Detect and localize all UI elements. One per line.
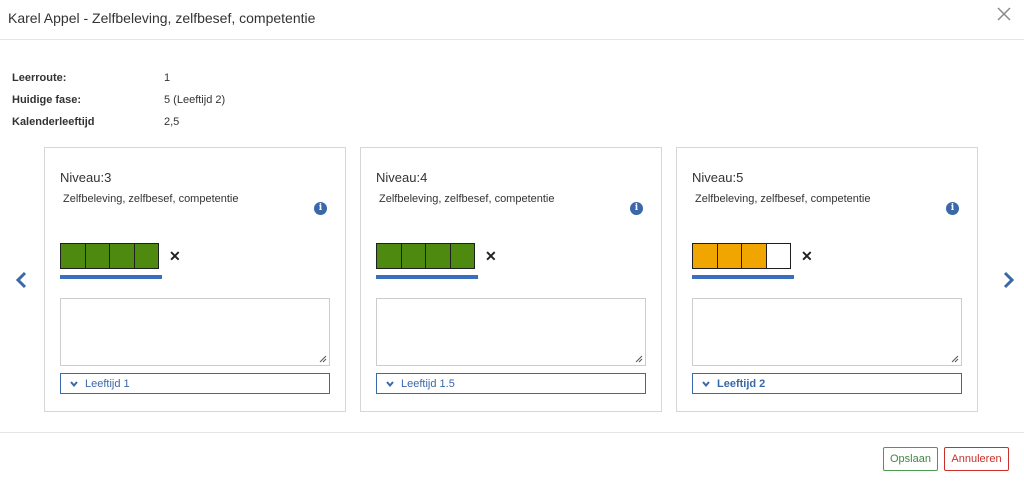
score-segment-filled[interactable] xyxy=(400,243,426,269)
score-segment-filled[interactable] xyxy=(425,243,451,269)
age-label: Leeftijd 1.5 xyxy=(401,377,455,390)
note-textarea[interactable] xyxy=(692,298,962,366)
card-title: Niveau:5 xyxy=(692,170,744,185)
score-segment-filled[interactable] xyxy=(60,243,86,269)
score-underline xyxy=(692,275,794,279)
resize-handle-icon[interactable] xyxy=(634,354,643,363)
card-title: Niveau:4 xyxy=(376,170,428,185)
info-icon[interactable]: i xyxy=(314,202,327,215)
dialog-footer: Opslaan Annuleren xyxy=(0,432,1024,484)
score-segment-filled[interactable] xyxy=(84,243,110,269)
score-segment-filled[interactable] xyxy=(376,243,402,269)
score-underline xyxy=(376,275,478,279)
level-card: Niveau:4 Zelfbeleving, zelfbesef, compet… xyxy=(360,147,662,412)
x-icon[interactable]: ✕ xyxy=(485,248,497,264)
info-row-huidige-fase: Huidige fase: 5 (Leeftijd 2) xyxy=(12,89,225,111)
x-icon[interactable]: ✕ xyxy=(169,248,181,264)
save-button[interactable]: Opslaan xyxy=(883,447,938,471)
dialog-title: Karel Appel - Zelfbeleving, zelfbesef, c… xyxy=(8,10,316,26)
info-icon[interactable]: i xyxy=(946,202,959,215)
score-bar[interactable] xyxy=(692,243,791,269)
score-bar[interactable] xyxy=(376,243,475,269)
age-label: Leeftijd 1 xyxy=(85,377,130,390)
age-dropdown[interactable]: Leeftijd 1.5 xyxy=(376,373,646,394)
info-label: Kalenderleeftijd xyxy=(12,116,95,128)
card-title: Niveau:3 xyxy=(60,170,112,185)
score-bar[interactable] xyxy=(60,243,159,269)
age-dropdown[interactable]: Leeftijd 1 xyxy=(60,373,330,394)
card-subtitle: Zelfbeleving, zelfbesef, competentie xyxy=(63,193,239,205)
chevron-down-icon xyxy=(702,380,710,387)
score-segment-filled[interactable] xyxy=(109,243,135,269)
info-row-kalenderleeftijd: Kalenderleeftijd 2,5 xyxy=(12,111,225,133)
info-row-leerroute: Leerroute: 1 xyxy=(12,67,225,89)
score-segment-filled[interactable] xyxy=(692,243,718,269)
card-subtitle: Zelfbeleving, zelfbesef, competentie xyxy=(379,193,555,205)
level-card: Niveau:3 Zelfbeleving, zelfbesef, compet… xyxy=(44,147,346,412)
info-label: Huidige fase: xyxy=(12,94,82,106)
score-segment-filled[interactable] xyxy=(449,243,475,269)
score-segment-filled[interactable] xyxy=(133,243,159,269)
student-info: Leerroute: 1 Huidige fase: 5 (Leeftijd 2… xyxy=(12,67,225,133)
info-value: 5 (Leeftijd 2) xyxy=(164,94,226,106)
info-value: 1 xyxy=(164,72,171,84)
score-underline xyxy=(60,275,162,279)
dialog-header: Karel Appel - Zelfbeleving, zelfbesef, c… xyxy=(0,0,1024,40)
score-segment-empty[interactable] xyxy=(765,243,791,269)
cancel-button[interactable]: Annuleren xyxy=(944,447,1009,471)
card-subtitle: Zelfbeleving, zelfbesef, competentie xyxy=(695,193,871,205)
score-segment-filled[interactable] xyxy=(716,243,742,269)
chevron-down-icon xyxy=(70,380,78,387)
chevron-down-icon xyxy=(386,380,394,387)
info-value: 2,5 xyxy=(164,116,180,128)
resize-handle-icon[interactable] xyxy=(318,354,327,363)
score-segment-filled[interactable] xyxy=(741,243,767,269)
chevron-right-icon[interactable] xyxy=(1000,270,1016,290)
age-label: Leeftijd 2 xyxy=(717,377,766,390)
close-icon[interactable] xyxy=(994,4,1014,24)
info-label: Leerroute: xyxy=(12,72,67,84)
info-icon[interactable]: i xyxy=(630,202,643,215)
x-icon[interactable]: ✕ xyxy=(801,248,813,264)
age-dropdown[interactable]: Leeftijd 2 xyxy=(692,373,962,394)
note-textarea[interactable] xyxy=(376,298,646,366)
resize-handle-icon[interactable] xyxy=(950,354,959,363)
chevron-left-icon[interactable] xyxy=(14,270,30,290)
level-card: Niveau:5 Zelfbeleving, zelfbesef, compet… xyxy=(676,147,978,412)
note-textarea[interactable] xyxy=(60,298,330,366)
